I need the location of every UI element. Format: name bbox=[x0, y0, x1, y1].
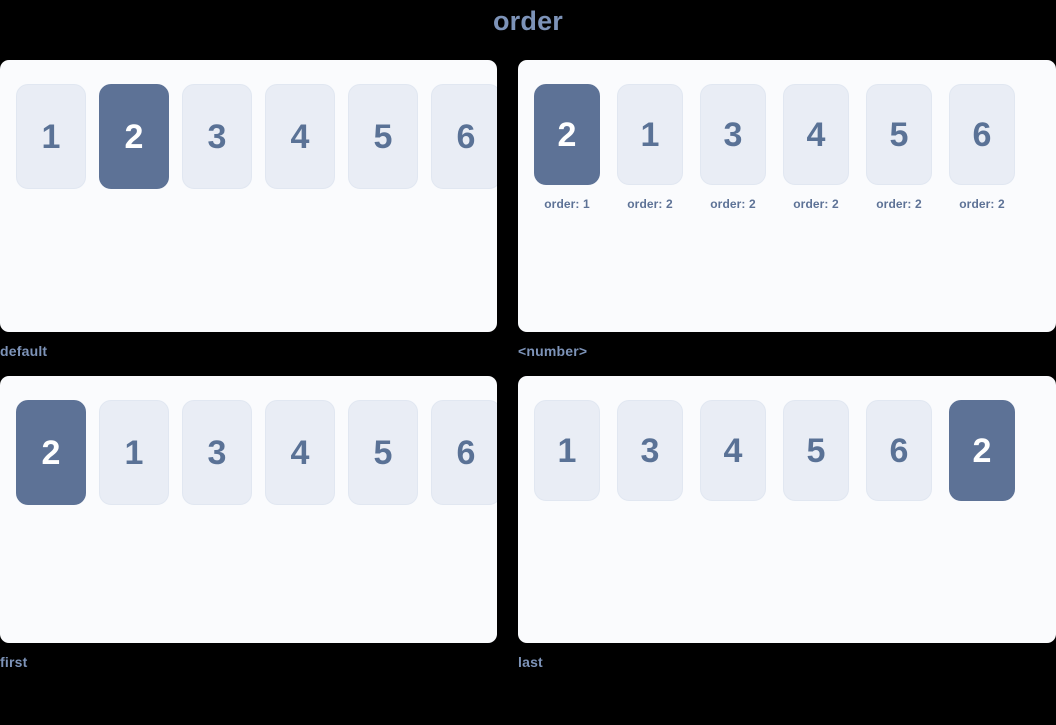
card-number: 2 order: 1 1 order: 2 3 order: 2 4 bbox=[518, 60, 1056, 332]
list-item[interactable]: 4 bbox=[265, 400, 335, 505]
list-item[interactable]: 1 bbox=[16, 84, 86, 189]
list-item[interactable]: 3 bbox=[617, 400, 683, 501]
list-item[interactable]: 2 bbox=[949, 400, 1015, 501]
cards-grid: 1 2 3 4 5 bbox=[0, 60, 1056, 674]
list-item[interactable]: 4 bbox=[265, 84, 335, 189]
list-item[interactable]: 1 bbox=[99, 400, 169, 505]
order-box[interactable]: 4 bbox=[265, 400, 335, 505]
order-box[interactable]: 4 bbox=[700, 400, 766, 501]
list-item[interactable]: 5 bbox=[783, 400, 849, 501]
list-item[interactable]: 1 order: 2 bbox=[617, 84, 683, 211]
order-value-label: order: 2 bbox=[627, 197, 673, 211]
order-box-highlighted[interactable]: 2 bbox=[949, 400, 1015, 501]
card-last: 1 3 4 5 6 bbox=[518, 376, 1056, 643]
order-box[interactable]: 6 bbox=[866, 400, 932, 501]
list-item[interactable]: 6 bbox=[431, 400, 497, 505]
list-item[interactable]: 2 order: 1 bbox=[534, 84, 600, 211]
item-list-default: 1 2 3 4 5 bbox=[0, 84, 497, 189]
list-item[interactable]: 5 bbox=[348, 400, 418, 505]
list-item[interactable]: 5 bbox=[348, 84, 418, 189]
order-box[interactable]: 3 bbox=[182, 84, 252, 189]
item-list-number: 2 order: 1 1 order: 2 3 order: 2 4 bbox=[518, 84, 1056, 211]
order-box[interactable]: 6 bbox=[431, 84, 497, 189]
list-item[interactable]: 3 bbox=[182, 84, 252, 189]
order-box[interactable]: 6 bbox=[431, 400, 497, 505]
list-item[interactable]: 2 bbox=[16, 400, 86, 505]
list-item[interactable]: 4 order: 2 bbox=[783, 84, 849, 211]
order-box[interactable]: 5 bbox=[866, 84, 932, 185]
card-cell-first: 2 1 3 4 5 bbox=[0, 376, 518, 674]
order-value-label: order: 2 bbox=[876, 197, 922, 211]
list-item[interactable]: 2 bbox=[99, 84, 169, 189]
order-box[interactable]: 6 bbox=[949, 84, 1015, 185]
order-value-label: order: 1 bbox=[544, 197, 590, 211]
list-item[interactable]: 3 bbox=[182, 400, 252, 505]
list-item[interactable]: 6 bbox=[866, 400, 932, 501]
order-box[interactable]: 3 bbox=[182, 400, 252, 505]
order-box[interactable]: 1 bbox=[617, 84, 683, 185]
order-box[interactable]: 5 bbox=[348, 400, 418, 505]
card-caption-first: first bbox=[0, 654, 28, 670]
order-box[interactable]: 5 bbox=[348, 84, 418, 189]
order-box[interactable]: 3 bbox=[617, 400, 683, 501]
list-item[interactable]: 6 order: 2 bbox=[949, 84, 1015, 211]
order-box[interactable]: 1 bbox=[534, 400, 600, 501]
order-box[interactable]: 3 bbox=[700, 84, 766, 185]
order-box[interactable]: 1 bbox=[16, 84, 86, 189]
cards-row-top: 1 2 3 4 5 bbox=[0, 60, 1056, 363]
order-box[interactable]: 4 bbox=[783, 84, 849, 185]
card-caption-last: last bbox=[518, 654, 543, 670]
item-list-first: 2 1 3 4 5 bbox=[0, 400, 497, 505]
order-box[interactable]: 4 bbox=[265, 84, 335, 189]
list-item[interactable]: 6 bbox=[431, 84, 497, 189]
order-box-highlighted[interactable]: 2 bbox=[534, 84, 600, 185]
order-box[interactable]: 5 bbox=[783, 400, 849, 501]
list-item[interactable]: 5 order: 2 bbox=[866, 84, 932, 211]
card-cell-default: 1 2 3 4 5 bbox=[0, 60, 518, 363]
order-value-label: order: 2 bbox=[710, 197, 756, 211]
list-item[interactable]: 1 bbox=[534, 400, 600, 501]
cards-row-bottom: 2 1 3 4 5 bbox=[0, 376, 1056, 674]
card-caption-default: default bbox=[0, 343, 48, 359]
card-cell-last: 1 3 4 5 6 bbox=[518, 376, 1056, 674]
card-cell-number: 2 order: 1 1 order: 2 3 order: 2 4 bbox=[518, 60, 1056, 363]
order-box-highlighted[interactable]: 2 bbox=[16, 400, 86, 505]
order-box-highlighted[interactable]: 2 bbox=[99, 84, 169, 189]
card-default: 1 2 3 4 5 bbox=[0, 60, 497, 332]
order-box[interactable]: 1 bbox=[99, 400, 169, 505]
order-value-label: order: 2 bbox=[959, 197, 1005, 211]
card-first: 2 1 3 4 5 bbox=[0, 376, 497, 643]
order-value-label: order: 2 bbox=[793, 197, 839, 211]
card-caption-number: <number> bbox=[518, 343, 588, 359]
item-list-last: 1 3 4 5 6 bbox=[518, 400, 1056, 501]
list-item[interactable]: 4 bbox=[700, 400, 766, 501]
page-title: order bbox=[492, 6, 564, 36]
list-item[interactable]: 3 order: 2 bbox=[700, 84, 766, 211]
